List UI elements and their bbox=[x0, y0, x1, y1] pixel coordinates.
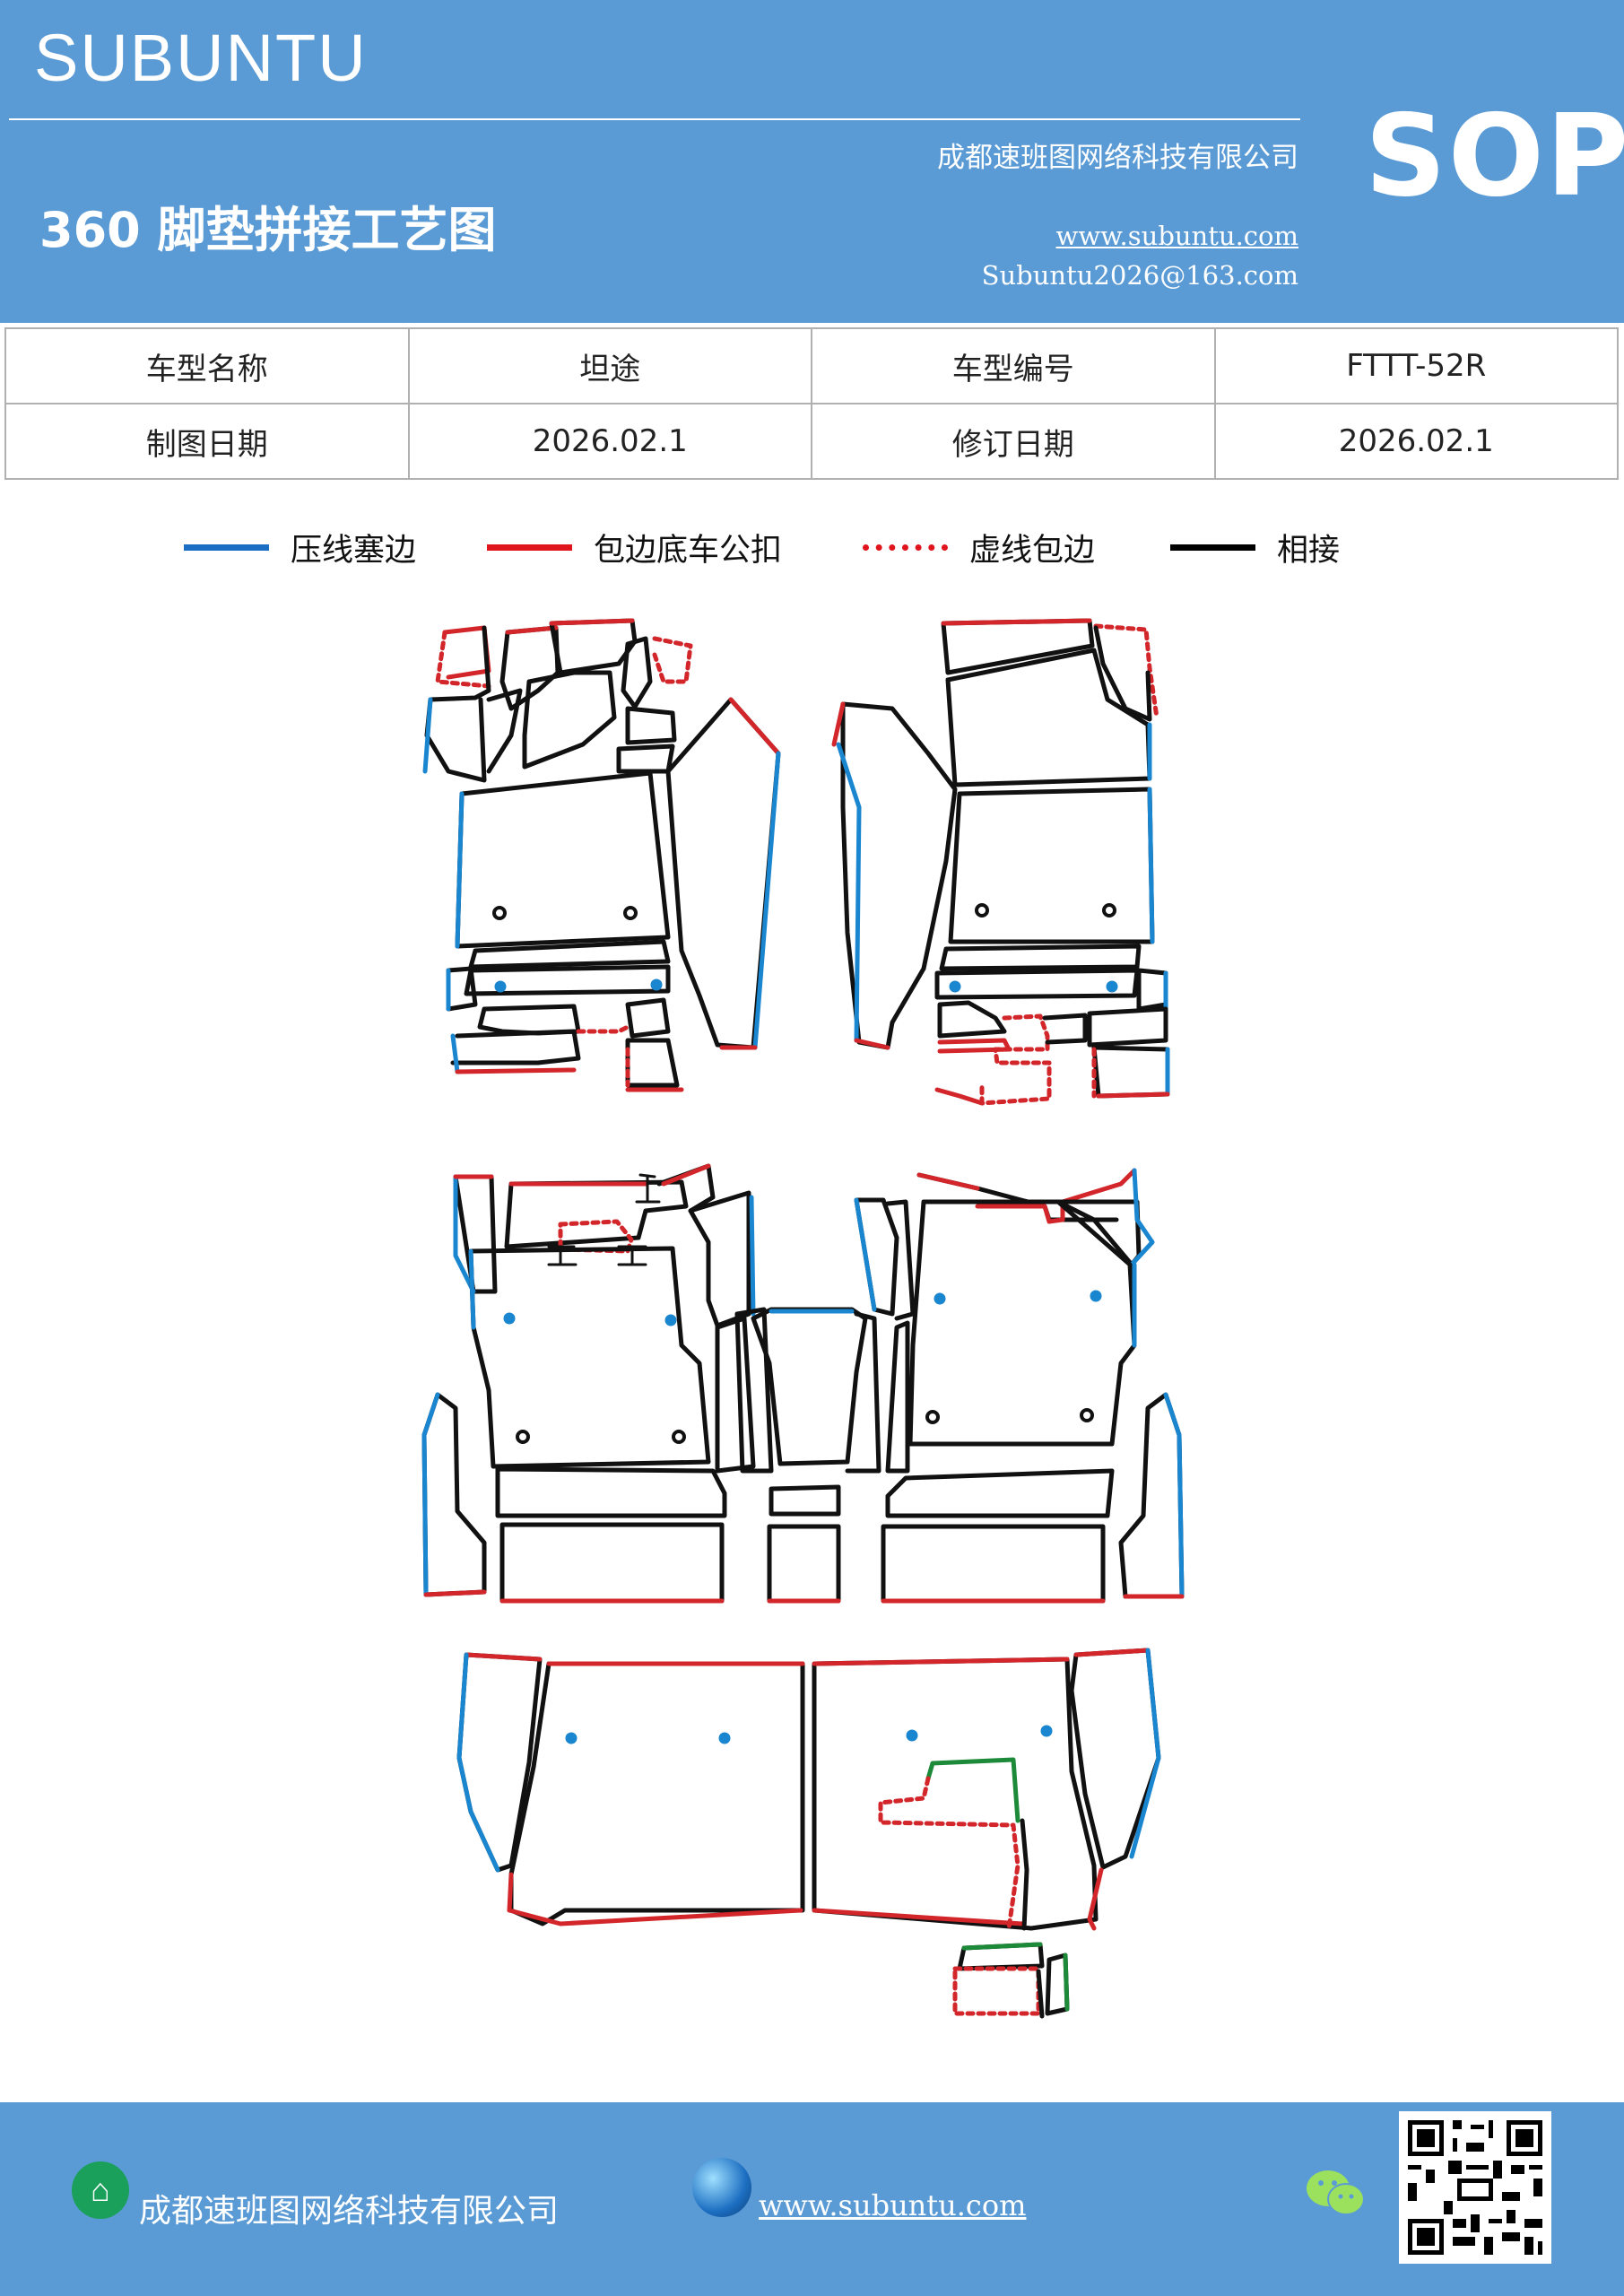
legend-item-joint: 相接 bbox=[1170, 525, 1340, 570]
floor-mat-diagram bbox=[421, 618, 1185, 2019]
footer-company-name: 成都速班图网络科技有限公司 bbox=[139, 2193, 560, 2230]
header-divider bbox=[9, 118, 1300, 120]
page-title: 360 脚垫拼接工艺图 bbox=[39, 202, 497, 258]
email-text: Subuntu2026@163.com bbox=[981, 260, 1298, 291]
table-cell: 坦途 bbox=[407, 327, 812, 404]
mat-group-middle bbox=[421, 1163, 1185, 1604]
header-banner bbox=[0, 0, 1624, 323]
legend-item-wrap-edge: 包边底车公扣 bbox=[487, 525, 782, 570]
legend: 压线塞边 包边底车公扣 虚线包边 相接 bbox=[0, 525, 1624, 570]
brand-logo: SUBUNTU bbox=[34, 21, 368, 95]
building-icon: ⌂ bbox=[72, 2161, 129, 2219]
table-row: 制图日期 2026.02.1 修订日期 2026.02.1 bbox=[4, 403, 1619, 480]
info-table: 车型名称 坦途 车型编号 FTTT-52R 制图日期 2026.02.1 修订日… bbox=[4, 327, 1619, 480]
table-row: 车型名称 坦途 车型编号 FTTT-52R bbox=[4, 327, 1619, 404]
website-link[interactable]: www.subuntu.com bbox=[1055, 221, 1298, 251]
legend-label: 压线塞边 bbox=[291, 532, 417, 569]
legend-swatch-red bbox=[487, 544, 572, 551]
sop-badge: SOP bbox=[1365, 90, 1624, 222]
table-cell: 车型名称 bbox=[4, 327, 410, 404]
footer-website-link[interactable]: www.subuntu.com bbox=[759, 2188, 1027, 2222]
table-cell: 2026.02.1 bbox=[1213, 403, 1619, 480]
mat-group-rear bbox=[456, 1648, 1161, 2019]
company-name: 成都速班图网络科技有限公司 bbox=[937, 142, 1298, 174]
table-cell: 修订日期 bbox=[811, 403, 1216, 480]
table-cell: 制图日期 bbox=[4, 403, 410, 480]
legend-label: 相接 bbox=[1277, 532, 1341, 569]
legend-label: 包边底车公扣 bbox=[594, 532, 783, 569]
legend-label: 虚线包边 bbox=[969, 532, 1096, 569]
mat-group-front-left bbox=[422, 618, 781, 1092]
legend-swatch-blue bbox=[184, 544, 269, 551]
legend-swatch-red-dotted bbox=[863, 544, 948, 551]
mat-group-front-right bbox=[831, 618, 1170, 1106]
qr-code bbox=[1399, 2111, 1551, 2264]
globe-icon bbox=[692, 2158, 751, 2217]
legend-item-dashed-wrap: 虚线包边 bbox=[863, 525, 1095, 570]
legend-item-press-line: 压线塞边 bbox=[184, 525, 416, 570]
table-cell: 2026.02.1 bbox=[407, 403, 812, 480]
table-cell: FTTT-52R bbox=[1213, 327, 1619, 404]
table-cell: 车型编号 bbox=[811, 327, 1216, 404]
wechat-icon[interactable] bbox=[1305, 2167, 1368, 2221]
legend-swatch-black bbox=[1170, 544, 1255, 551]
